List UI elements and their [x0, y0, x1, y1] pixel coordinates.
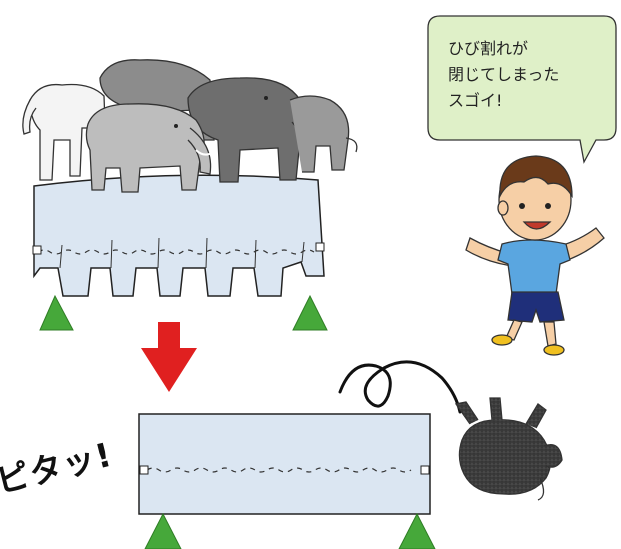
down-arrow-icon: [141, 322, 197, 392]
repaired-beam: [138, 413, 431, 515]
fallen-elephant-illustration: [454, 397, 563, 501]
support-triangle-icon: [144, 512, 182, 549]
elephant-herd-illustration: [22, 59, 358, 193]
boy-illustration: [465, 155, 605, 356]
speech-bubble: [427, 15, 617, 164]
support-triangle-icon: [292, 294, 328, 331]
speech-bubble-text: ひび割れが 閉じてしまった スゴイ!: [448, 39, 560, 110]
motion-loop-line: [338, 360, 462, 414]
support-triangle-icon: [398, 512, 436, 549]
cracked-beam: [32, 174, 325, 297]
support-triangle-icon: [39, 294, 74, 331]
